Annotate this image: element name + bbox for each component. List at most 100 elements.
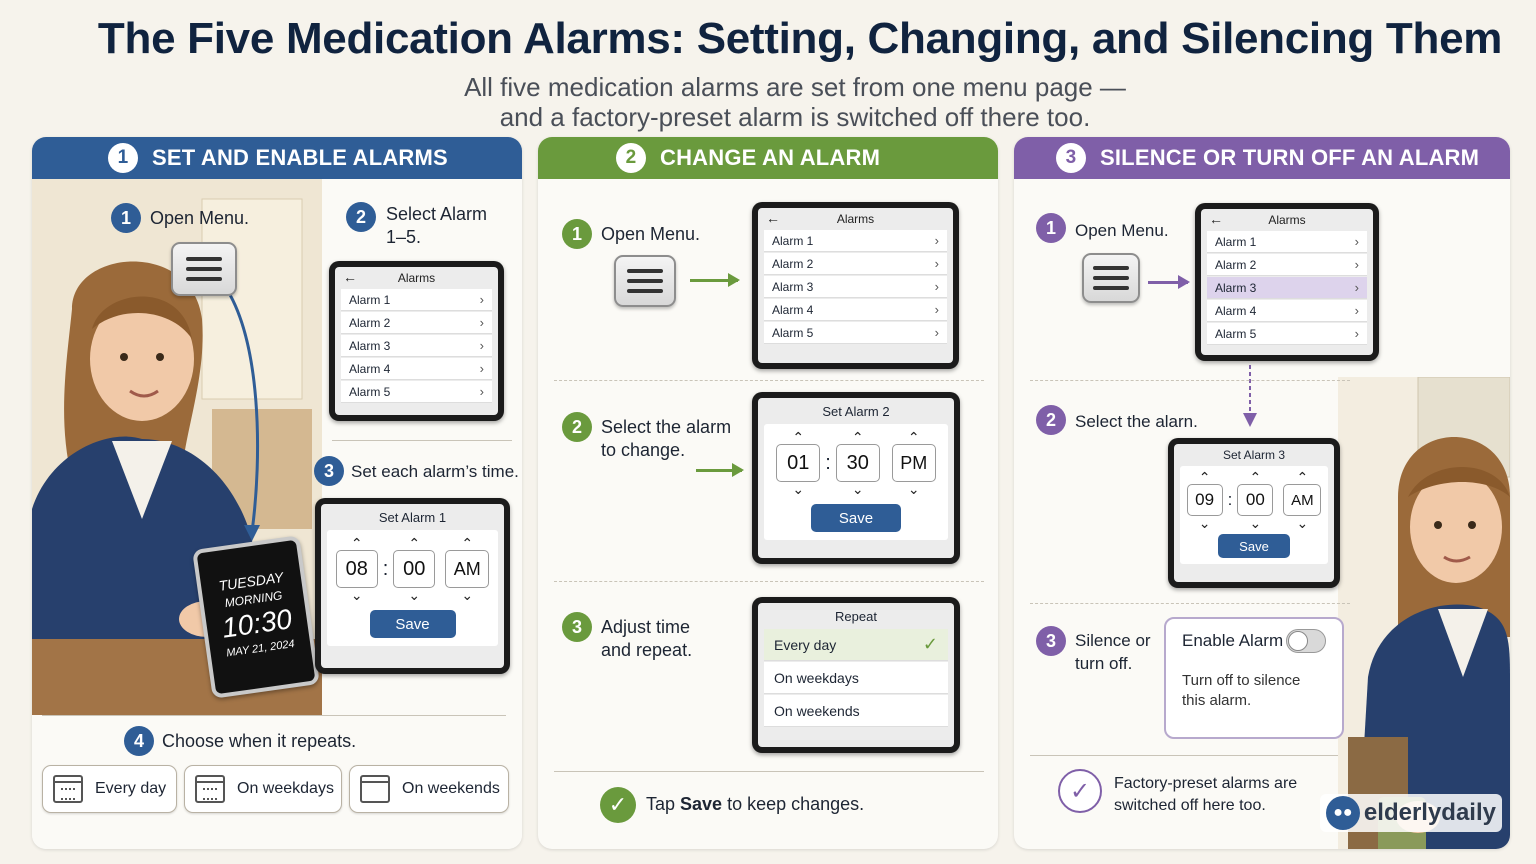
toggle-note-line-1: Turn off to silence bbox=[1182, 672, 1301, 689]
chevron-down-icon[interactable]: ⌄ bbox=[350, 587, 363, 603]
p1-menu-button[interactable] bbox=[171, 242, 237, 296]
woman-mug-svg bbox=[1338, 377, 1510, 849]
p1-step-1-label: Open Menu. bbox=[150, 208, 250, 228]
chevron-right-icon: › bbox=[934, 233, 939, 248]
chevron-right-icon: › bbox=[934, 325, 939, 340]
chevron-right-icon: › bbox=[1354, 303, 1359, 318]
p1-step-2-number: 2 bbox=[346, 202, 376, 232]
panel-silence-alarm: 3 SILENCE OR TURN OFF AN ALARM 1 Open Me… bbox=[1014, 137, 1510, 849]
back-arrow-icon[interactable]: ← bbox=[1209, 211, 1223, 227]
chevron-right-icon: › bbox=[1354, 234, 1359, 249]
p3-divider-3 bbox=[1030, 755, 1338, 756]
alarm-label: Alarm 5 bbox=[1215, 326, 1257, 341]
p3-minute-field[interactable]: 00 bbox=[1237, 484, 1274, 516]
alarm-label: Alarm 1 bbox=[772, 233, 814, 248]
p1-ampm-field[interactable]: AM bbox=[445, 550, 490, 588]
chevron-up-icon[interactable]: ⌃ bbox=[461, 535, 474, 551]
p3-alarm-item-selected[interactable]: Alarm 3› bbox=[1207, 277, 1367, 299]
panel-1-number: 1 bbox=[108, 143, 138, 173]
p2-alarm-item[interactable]: Alarm 4› bbox=[764, 299, 947, 321]
p2-alarm-item[interactable]: Alarm 1 › bbox=[764, 230, 947, 252]
p2-alarms-title: Alarms bbox=[836, 212, 875, 226]
p1-alarm-item[interactable]: Alarm 4› bbox=[341, 358, 492, 380]
p3-step-2-number: 2 bbox=[1036, 405, 1066, 435]
p3-alarm-item[interactable]: Alarm 5› bbox=[1207, 323, 1367, 345]
p1-alarm-item[interactable]: Alarm 5› bbox=[341, 381, 492, 403]
calendar-icon bbox=[53, 775, 83, 803]
checkmark-icon: ✓ bbox=[922, 634, 938, 654]
chevron-down-icon[interactable]: ⌄ bbox=[1249, 515, 1262, 531]
back-arrow-icon[interactable]: ← bbox=[343, 269, 357, 285]
p3-save-button[interactable]: Save bbox=[1218, 534, 1290, 558]
page-subtitle: All five medication alarms are set from … bbox=[0, 72, 1536, 132]
chevron-down-icon[interactable]: ⌄ bbox=[851, 481, 864, 497]
p2-alarm-item[interactable]: Alarm 2› bbox=[764, 253, 947, 275]
alarm-label: Alarm 3 bbox=[772, 279, 814, 294]
p2-repeat-option[interactable]: On weekends bbox=[764, 695, 948, 727]
p3-alarm-item[interactable]: Alarm 2› bbox=[1207, 254, 1367, 276]
p1-repeat-every-day-button[interactable]: Every day bbox=[42, 765, 177, 813]
panel-set-and-enable: 1 SET AND ENABLE ALARMS TUESDAY MORNING … bbox=[32, 137, 522, 849]
toggle-note-line-2: this alarm. bbox=[1182, 692, 1252, 709]
chevron-down-icon[interactable]: ⌄ bbox=[1296, 515, 1309, 531]
chevron-up-icon[interactable]: ⌃ bbox=[792, 429, 805, 445]
back-arrow-icon[interactable]: ← bbox=[766, 210, 780, 226]
repeat-label: On weekends bbox=[402, 780, 500, 797]
p1-alarm-item[interactable]: Alarm 3› bbox=[341, 335, 492, 357]
chevron-down-icon[interactable]: ⌄ bbox=[461, 587, 474, 603]
chevron-up-icon[interactable]: ⌃ bbox=[1296, 469, 1309, 485]
p3-hour-field[interactable]: 09 bbox=[1186, 484, 1223, 516]
p2-save-button[interactable]: Save bbox=[811, 504, 901, 532]
p2-footer-suffix: to keep changes. bbox=[722, 794, 865, 814]
p3-alarm-item[interactable]: Alarm 1› bbox=[1207, 231, 1367, 253]
p1-repeat-weekends-button[interactable]: On weekends bbox=[349, 765, 509, 813]
chevron-up-icon[interactable]: ⌃ bbox=[851, 429, 864, 445]
p2-menu-button[interactable] bbox=[614, 255, 676, 307]
panel-1-title: SET AND ENABLE ALARMS bbox=[152, 145, 448, 170]
chevron-up-icon[interactable]: ⌃ bbox=[408, 535, 421, 551]
panel-2-number: 2 bbox=[616, 143, 646, 173]
chevron-up-icon[interactable]: ⌃ bbox=[1198, 469, 1211, 485]
p1-alarms-header: ← Alarms bbox=[335, 267, 498, 289]
p1-minute-field[interactable]: 00 bbox=[393, 550, 436, 588]
p3-alarm-item[interactable]: Alarm 4› bbox=[1207, 300, 1367, 322]
p3-enable-alarm-card: Enable Alarm Turn off to silence this al… bbox=[1164, 617, 1344, 739]
p2-repeat-option-selected[interactable]: Every day✓ bbox=[764, 629, 948, 661]
calendar-icon bbox=[360, 775, 390, 803]
p2-alarm-item[interactable]: Alarm 3› bbox=[764, 276, 947, 298]
chevron-right-icon: › bbox=[479, 361, 484, 376]
p1-alarms-title: Alarms bbox=[397, 271, 436, 285]
p2-ampm-field[interactable]: PM bbox=[891, 444, 936, 482]
p2-footer-bold: Save bbox=[680, 794, 723, 814]
p3-step-1-label: Open Menu. bbox=[1075, 221, 1169, 240]
repeat-option-label: On weekends bbox=[774, 702, 860, 719]
p1-repeat-weekdays-button[interactable]: On weekdays bbox=[184, 765, 342, 813]
chevron-up-icon[interactable]: ⌃ bbox=[907, 429, 920, 445]
p2-minute-field[interactable]: 30 bbox=[835, 444, 880, 482]
p2-alarms-header: ← Alarms bbox=[758, 208, 953, 230]
p3-footer-line-2: switched off here too. bbox=[1114, 797, 1266, 814]
p2-repeat-option[interactable]: On weekdays bbox=[764, 662, 948, 694]
chevron-down-icon[interactable]: ⌄ bbox=[1198, 515, 1211, 531]
chevron-down-icon[interactable]: ⌄ bbox=[907, 481, 920, 497]
chevron-up-icon[interactable]: ⌃ bbox=[1249, 469, 1262, 485]
panel-2-title: CHANGE AN ALARM bbox=[660, 145, 881, 170]
p1-hour-field[interactable]: 08 bbox=[335, 550, 378, 588]
p2-step-1-number: 1 bbox=[562, 219, 592, 249]
p1-alarm-item[interactable]: Alarm 2› bbox=[341, 312, 492, 334]
p2-repeat-screen: Repeat Every day✓ On weekdays On weekend… bbox=[752, 597, 960, 753]
enable-alarm-toggle[interactable] bbox=[1286, 629, 1326, 653]
p3-menu-button[interactable] bbox=[1082, 253, 1140, 303]
p2-alarm-item[interactable]: Alarm 5› bbox=[764, 322, 947, 344]
chevron-down-icon[interactable]: ⌄ bbox=[408, 587, 421, 603]
p3-arrow-1 bbox=[1148, 275, 1190, 289]
p1-alarm-item[interactable]: Alarm 1› bbox=[341, 289, 492, 311]
p2-hour-field[interactable]: 01 bbox=[776, 444, 821, 482]
chevron-up-icon[interactable]: ⌃ bbox=[350, 535, 363, 551]
hamburger-icon-bar bbox=[1093, 276, 1129, 280]
p3-set-alarm-body: ⌃09⌄ : ⌃00⌄ ⌃AM⌄ Save bbox=[1180, 466, 1328, 564]
subtitle-line-2: and a factory-preset alarm is switched o… bbox=[499, 102, 1091, 132]
p1-save-button[interactable]: Save bbox=[369, 610, 456, 638]
chevron-down-icon[interactable]: ⌄ bbox=[792, 481, 805, 497]
p3-ampm-field[interactable]: AM bbox=[1283, 484, 1322, 516]
